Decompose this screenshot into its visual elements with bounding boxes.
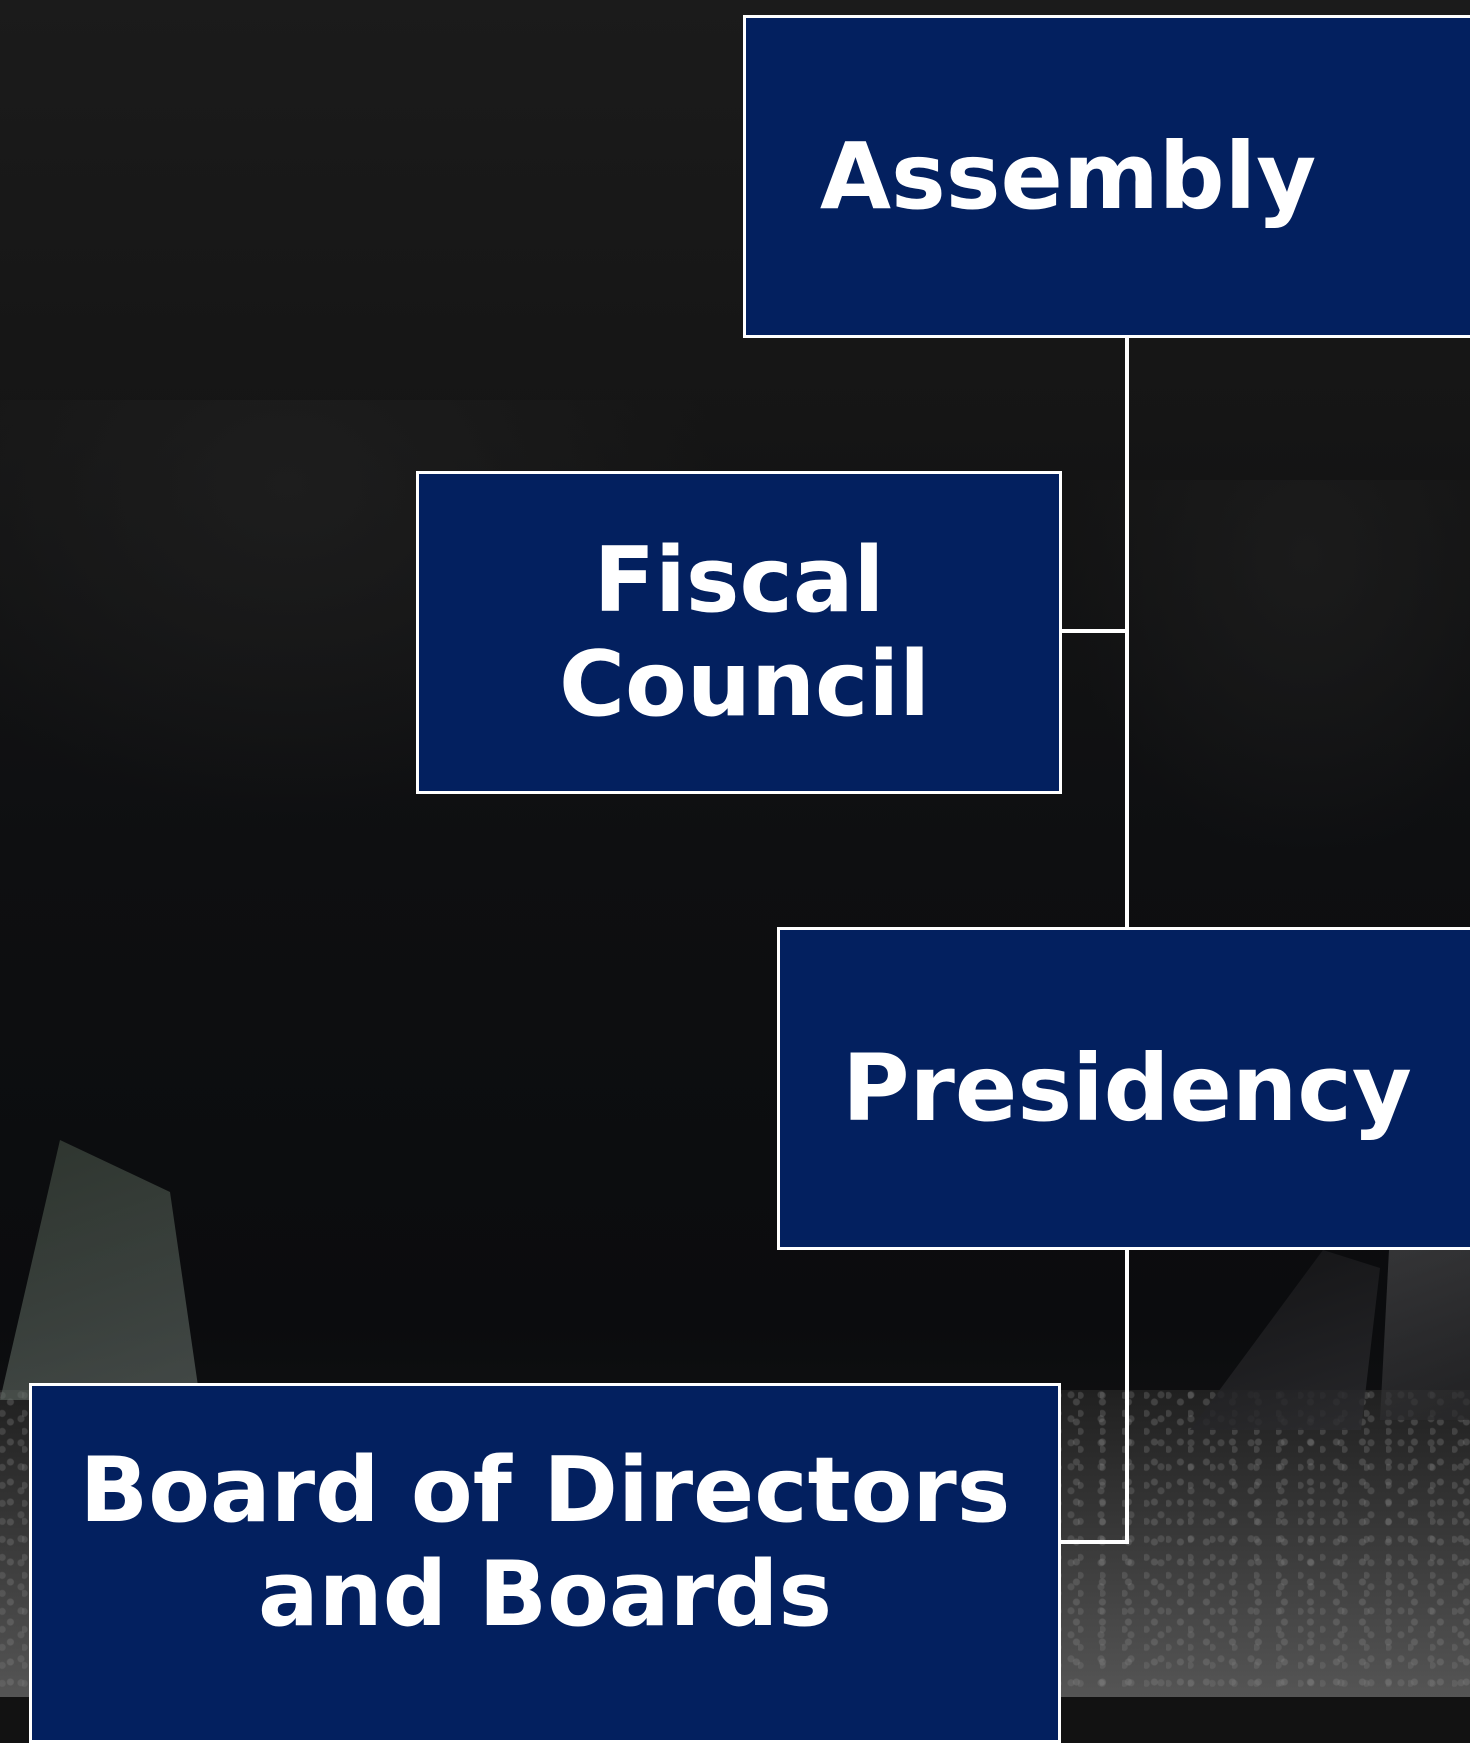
connector-trunk-lower	[1125, 1250, 1129, 1544]
connector-fiscal-branch	[1062, 629, 1129, 633]
tree-line-right	[1060, 480, 1470, 860]
sail-right-far	[1380, 1250, 1470, 1420]
sail-right	[1190, 1250, 1380, 1430]
node-presidency: Presidency	[777, 927, 1470, 1250]
node-presidency-label: Presidency	[842, 1035, 1412, 1142]
sail-left	[0, 1140, 200, 1400]
node-fiscal-council: Fiscal Council	[416, 471, 1062, 794]
connector-board-branch	[1061, 1540, 1129, 1544]
node-assembly: Assembly	[743, 15, 1470, 338]
node-board-of-directors-label: Board of Directors and Boards	[79, 1438, 1011, 1647]
node-assembly-label: Assembly	[819, 123, 1317, 230]
node-fiscal-council-label: Fiscal Council	[559, 527, 931, 737]
node-board-of-directors: Board of Directors and Boards	[29, 1383, 1061, 1743]
